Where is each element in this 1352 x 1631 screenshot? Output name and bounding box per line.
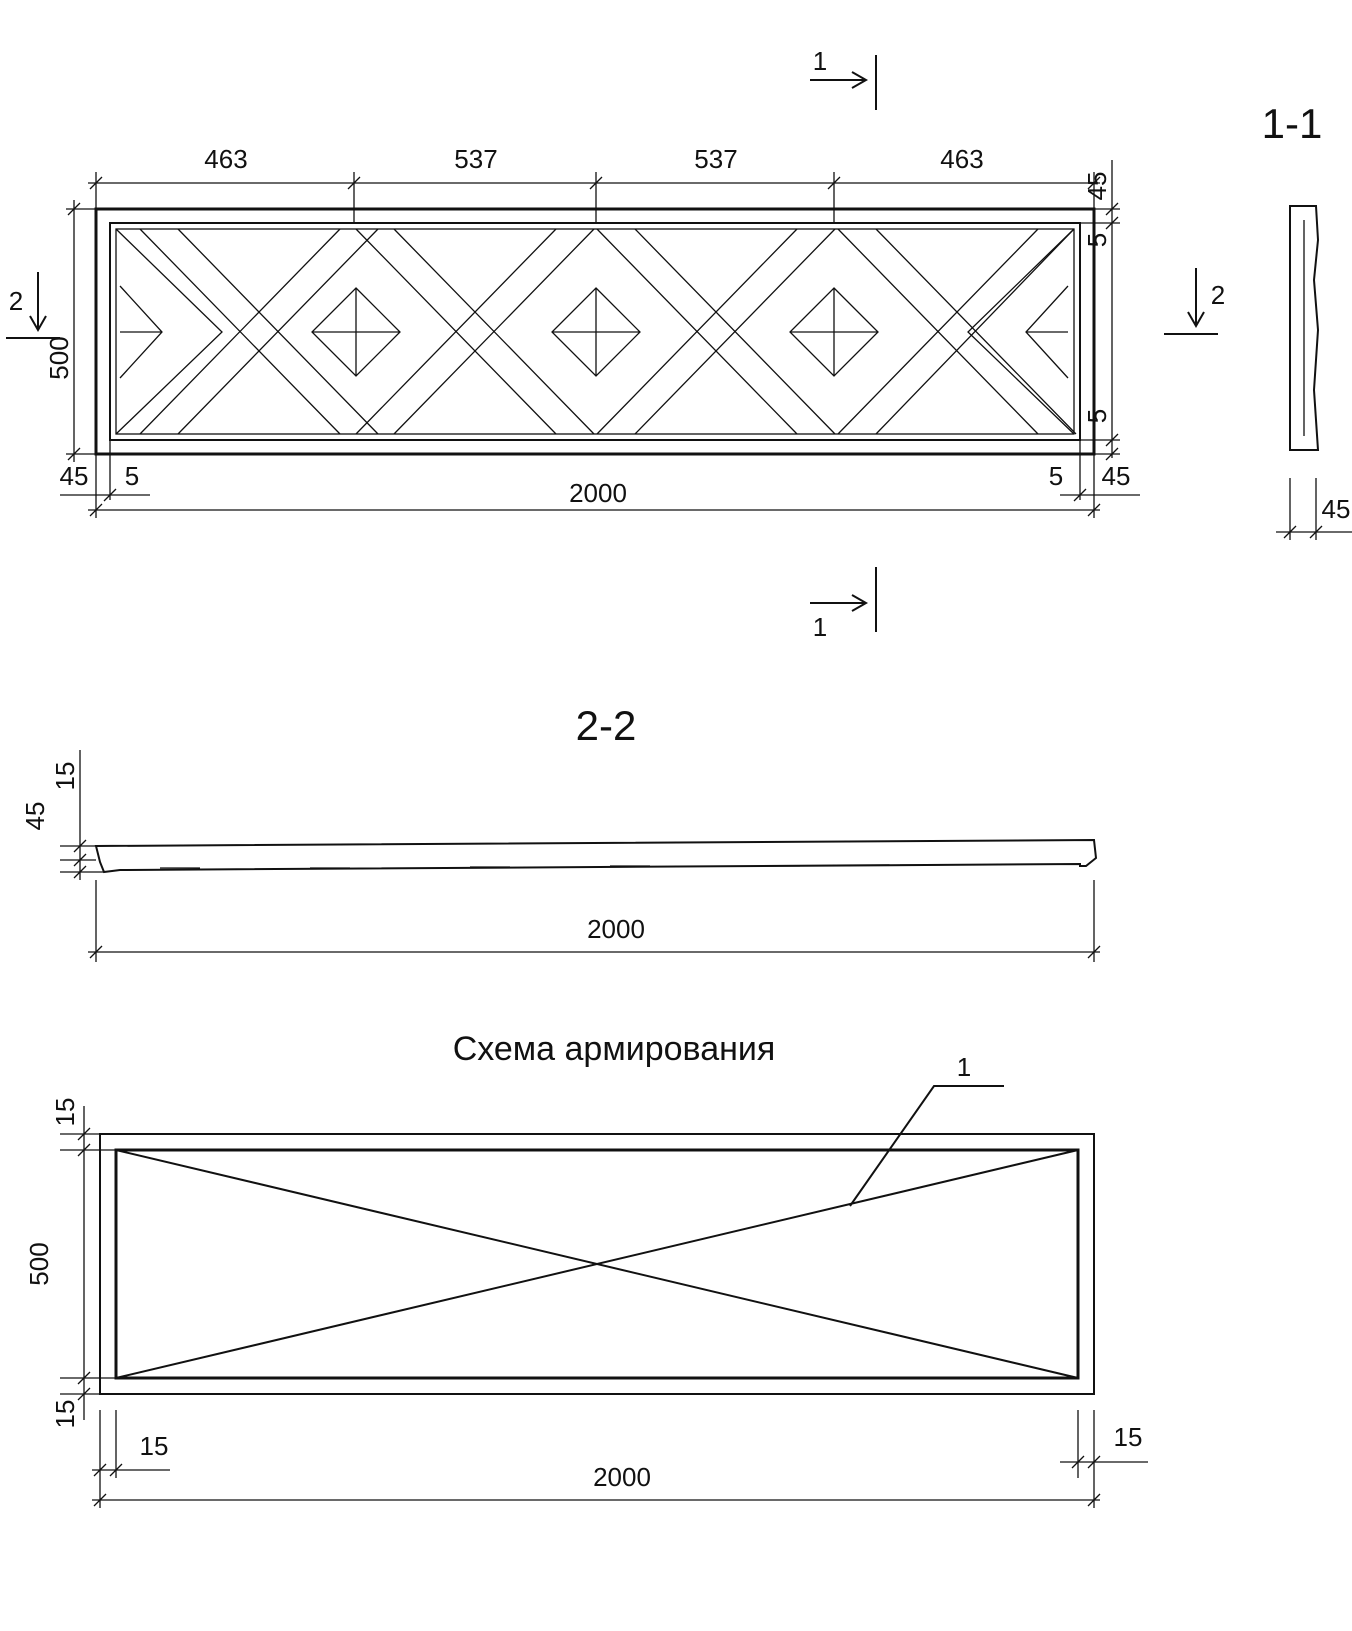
- scheme-dim-500: 500: [24, 1242, 54, 1285]
- top-dimension-chain: [88, 172, 1101, 223]
- dim-top-463-right: 463: [940, 144, 983, 174]
- dim-bottom-5-right: 5: [1049, 461, 1063, 491]
- scheme-dim-15-top: 15: [50, 1098, 80, 1127]
- scheme-dim-2000: 2000: [593, 1462, 651, 1492]
- section-1-1: 1-1 45: [1262, 100, 1352, 540]
- dim-height-500: 500: [44, 336, 74, 379]
- scheme-leader-line: [849, 1085, 1004, 1207]
- right-edge-dimensions: [1080, 160, 1120, 461]
- scheme-dim-15-right: 15: [1114, 1422, 1143, 1452]
- scheme-rebar-diagonal-2: [115, 1149, 1079, 1379]
- section-mark-1-bottom-label: 1: [813, 612, 827, 642]
- dim-bottom-5-left: 5: [125, 461, 139, 491]
- section-2-2-dim-45: 45: [20, 802, 50, 831]
- scheme-rebar-frame: [114, 1148, 1080, 1380]
- section-2-2-profile: [94, 838, 1098, 874]
- section-2-2-ribs: [160, 864, 940, 869]
- scheme-bottom-dimensions: [92, 1410, 1148, 1508]
- panel-pattern-frame: [115, 228, 1075, 435]
- section-1-1-title: 1-1: [1262, 100, 1323, 147]
- reinforcement-scheme-title: Схема армирования: [453, 1030, 776, 1068]
- dim-top-463-left: 463: [204, 144, 247, 174]
- section-mark-1-top-label: 1: [813, 46, 827, 76]
- dim-top-537-left: 537: [454, 144, 497, 174]
- rosette-rhombus-1: [311, 287, 401, 377]
- scheme-dim-15-bottom: 15: [50, 1400, 80, 1429]
- scheme-panel-outline: [99, 1133, 1095, 1395]
- section-2-2-dim-2000: 2000: [587, 914, 645, 944]
- section-mark-2-left-label: 2: [9, 286, 23, 316]
- dim-bottom-45-right: 45: [1102, 461, 1131, 491]
- section-mark-2-left: [6, 272, 60, 339]
- section-mark-1-bottom: [810, 567, 877, 632]
- dim-bottom-2000: 2000: [569, 478, 627, 508]
- panel-outer-contour: [94, 207, 1096, 456]
- panel-inner-contour: [109, 222, 1081, 441]
- section-mark-2-right-label: 2: [1211, 280, 1225, 310]
- section-2-2: 2-2 15 45 2000: [20, 702, 1101, 962]
- section-mark-2-right: [1164, 268, 1218, 335]
- rosette-rhombus-3: [789, 287, 879, 377]
- section-1-1-profile: [1289, 205, 1320, 451]
- dim-bottom-45-left: 45: [60, 461, 89, 491]
- front-view: 463 537 537 463 500 45 5 5: [6, 46, 1225, 642]
- end-half-rhombi: [119, 285, 1069, 379]
- section-2-2-title: 2-2: [576, 702, 637, 749]
- section-1-1-thickness-dimension: [1276, 478, 1352, 540]
- scheme-callout-1: 1: [957, 1052, 971, 1082]
- bottom-dimension-chain: [60, 440, 1140, 518]
- scheme-left-dimensions: [60, 1106, 116, 1420]
- section-mark-1-top: [810, 55, 877, 110]
- reinforcement-scheme: Схема армирования 1 15 500 15: [24, 1030, 1148, 1508]
- rosette-rhombus-2: [551, 287, 641, 377]
- section-2-2-dim-15: 15: [50, 762, 80, 791]
- dim-right-5-top: 5: [1082, 233, 1112, 247]
- section-1-1-dim-45: 45: [1322, 494, 1351, 524]
- lattice-pattern: [115, 228, 1077, 435]
- left-height-dimension: [66, 200, 110, 462]
- dim-right-5-bottom: 5: [1082, 409, 1112, 423]
- section-2-2-length-dimension: [88, 880, 1101, 962]
- dim-top-537-right: 537: [694, 144, 737, 174]
- scheme-dim-15-left: 15: [140, 1431, 169, 1461]
- dim-right-45-top: 45: [1082, 172, 1112, 201]
- section-2-2-left-dimensions: [60, 750, 104, 880]
